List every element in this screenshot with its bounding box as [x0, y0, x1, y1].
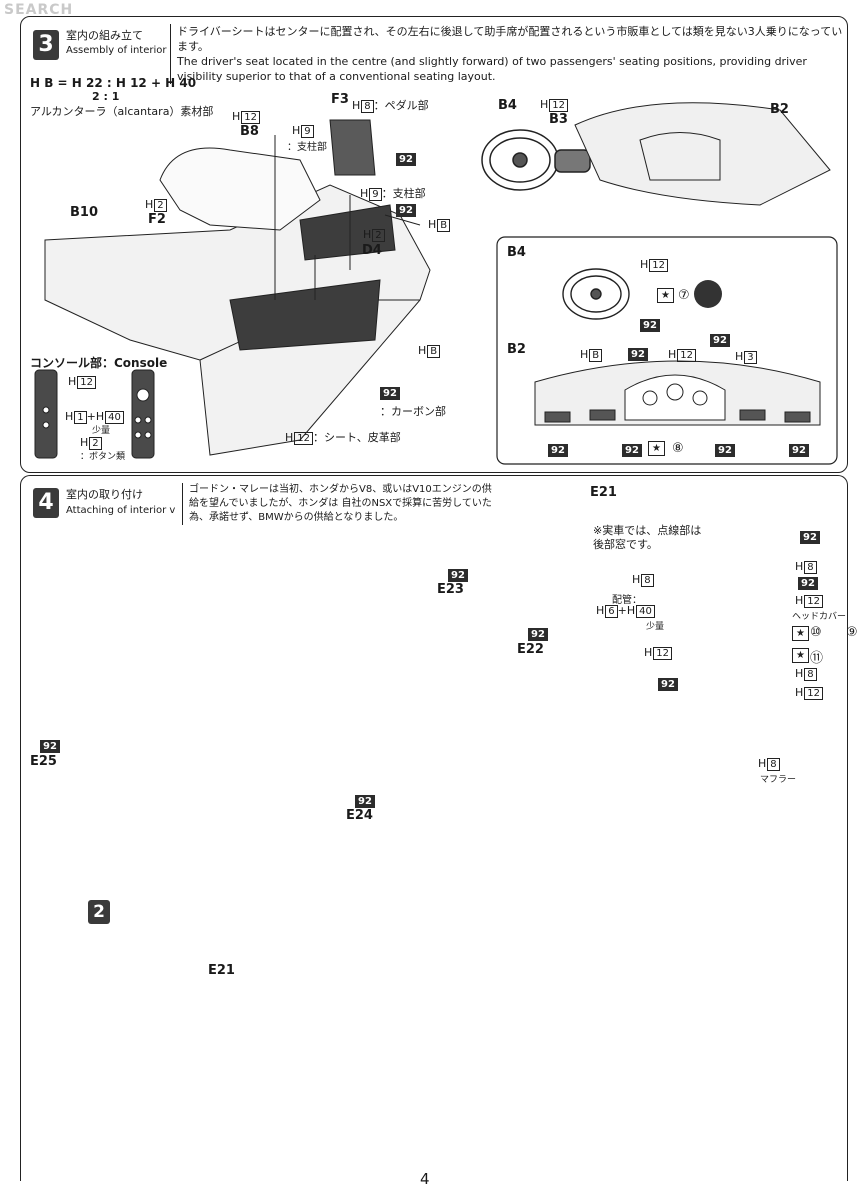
- decal-star-10: ★: [792, 626, 809, 641]
- part-label-b8: B8: [240, 124, 259, 139]
- decal-8: ⑧: [672, 441, 684, 456]
- code-92-support: 92: [396, 204, 416, 217]
- step3-note: ドライバーシートはセンターに配置され、その左右に後退して助手席が配置されるという…: [170, 24, 845, 84]
- step3-note-en: The driver's seat located in the centre …: [177, 55, 807, 83]
- carbon-label: ：カーボン部: [380, 405, 446, 418]
- part-label-b2-top: B2: [770, 102, 789, 117]
- decal-star-7: ★: [657, 288, 674, 303]
- inset-head-cover: ヘッドカバー: [792, 612, 847, 622]
- part-label-b4-top: B4: [498, 98, 517, 113]
- part-label-e25: E25: [30, 754, 57, 769]
- console-small: 少量: [92, 426, 111, 436]
- part-label-f3: F3: [331, 92, 349, 107]
- decal-star-11: ★: [792, 648, 809, 663]
- decal-10: ⑩: [810, 625, 822, 640]
- code-92-e25: 92: [40, 740, 60, 753]
- code-92-e24: 92: [355, 795, 375, 808]
- inset-piping: 配管：: [612, 595, 642, 606]
- step4-note: ゴードン・マレーは当初、ホンダからV8、或いはV10エンジンの供給を望んでいまし…: [182, 483, 499, 525]
- mix-formula: H B = H 22 : H 12 + H 40: [30, 76, 197, 90]
- mix-ratio: 2 : 1: [92, 90, 120, 103]
- code-92-inset-2: 92: [798, 577, 818, 590]
- code-92-dash-2: 92: [710, 334, 730, 347]
- step4-title-en: Attaching of interior v: [66, 505, 176, 516]
- code-92-dash-1: 92: [628, 348, 648, 361]
- part-label-e24: E24: [346, 808, 373, 823]
- part-label-e23: E23: [437, 582, 464, 597]
- console-label: コンソール部：Console: [30, 356, 168, 370]
- step3-number: 3: [33, 30, 59, 60]
- mix-label: アルカンターラ（alcantara）素材部: [30, 105, 214, 118]
- inset-muffler: マフラー: [760, 775, 797, 785]
- code-92-e22: 92: [528, 628, 548, 641]
- step4-number: 4: [33, 488, 59, 518]
- code-92-dash-5: 92: [715, 444, 735, 457]
- step4-title-jp: 室内の取り付け: [66, 488, 143, 501]
- console-button-label: ：ボタン類: [80, 452, 126, 462]
- part-label-f2: F2: [148, 212, 166, 227]
- code-92-f3: 92: [396, 153, 416, 166]
- decal-11: ⑪: [810, 651, 824, 666]
- part-label-d4: D4: [362, 243, 382, 258]
- part-label-b10: B10: [70, 205, 98, 220]
- code-92-dash-6: 92: [789, 444, 809, 457]
- step-ref-2: 2: [88, 900, 110, 924]
- code-92-dash-3: 92: [548, 444, 568, 457]
- code-92-dash-4: 92: [622, 444, 642, 457]
- page-number: 4: [420, 1170, 430, 1188]
- part-label-b4-inset: B4: [507, 245, 526, 260]
- decal-9: ⑨: [846, 625, 858, 640]
- step3-note-jp: ドライバーシートはセンターに配置され、その左右に後退して助手席が配置されるという…: [177, 25, 843, 53]
- code-92-wheel: 92: [640, 319, 660, 332]
- inset-title-e21: E21: [590, 485, 617, 500]
- inset-note: ※実車では、点線部は後部窓です。: [593, 524, 702, 551]
- code-92-inset-1: 92: [800, 531, 820, 544]
- step3-title-en: Assembly of interior: [66, 45, 167, 56]
- watermark: SEARCH: [4, 2, 74, 18]
- code-92-carbon: 92: [380, 387, 400, 400]
- code-92-e23: 92: [448, 569, 468, 582]
- part-label-e21-bottom: E21: [208, 963, 235, 978]
- decal-7: ⑦: [678, 288, 690, 303]
- part-label-e22: E22: [517, 642, 544, 657]
- step4-panel: [20, 475, 848, 1181]
- step3-title-jp: 室内の組み立て: [66, 29, 143, 42]
- decal-star-8: ★: [648, 441, 665, 456]
- part-label-b3: B3: [549, 112, 568, 127]
- part-label-b2-inset: B2: [507, 342, 526, 357]
- inset-small: 少量: [646, 622, 665, 632]
- support-label-1: ：支柱部: [287, 142, 327, 153]
- code-92-inset-3: 92: [658, 678, 678, 691]
